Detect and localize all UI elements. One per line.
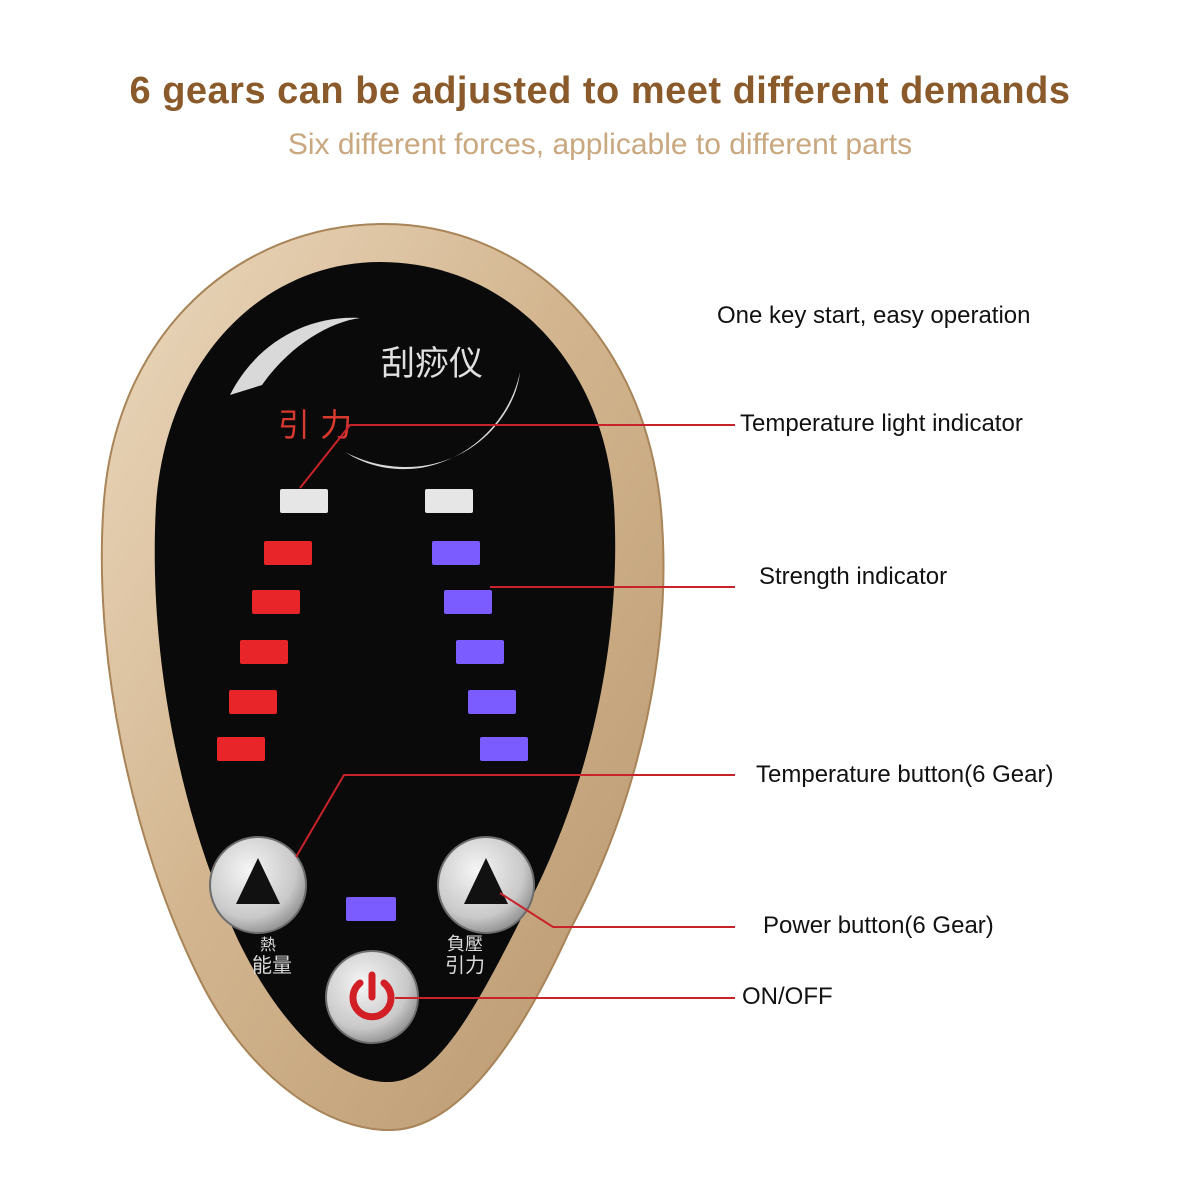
leader-temperature-light [299,424,735,489]
up-triangle-icon [236,858,280,904]
leader-power-button [499,892,735,928]
power-button-label-top: 負壓 [447,934,483,955]
page-subtitle: Six different forces, applicable to diff… [287,128,913,161]
strength-led-1 [480,737,528,761]
callout-power-button: Power button(6 Gear) [763,912,994,939]
strength-led-5 [432,541,480,565]
power-level-button[interactable] [437,836,535,934]
temperature-led-4 [252,590,300,614]
temperature-led-3 [240,640,288,664]
temperature-button-label-top: 熱 [260,935,276,954]
callout-strength: Strength indicator [759,563,948,590]
strength-led-4 [444,590,492,614]
temperature-button-label-bottom: 能量 [252,953,292,977]
callout-on-off: ON/OFF [742,983,833,1010]
page-title: 6 gears can be adjusted to meet differen… [129,70,1071,112]
temperature-led-column [217,489,328,761]
temperature-led-2 [229,690,277,714]
callout-temperature-light: Temperature light indicator [740,410,1023,437]
power-icon [349,971,395,1021]
strength-led-6 [425,489,473,513]
power-button-label-bottom: 引力 [445,953,485,977]
up-triangle-icon [464,858,508,904]
temperature-led-6 [280,489,328,513]
temperature-led-5 [264,541,312,565]
leader-temperature-button [295,774,735,858]
brand-text: 刮痧仪 [381,344,483,384]
leader-lines [295,424,735,999]
strength-led-3 [456,640,504,664]
callout-one-key: One key start, easy operation [717,302,1031,329]
mode-text: 引 力 [278,406,352,444]
logo-arc-top [230,317,360,395]
temperature-button[interactable] [209,836,307,934]
center-status-led [346,897,396,921]
strength-led-column [425,489,528,761]
temperature-led-1 [217,737,265,761]
strength-led-2 [468,690,516,714]
callout-temperature-button: Temperature button(6 Gear) [756,761,1054,788]
